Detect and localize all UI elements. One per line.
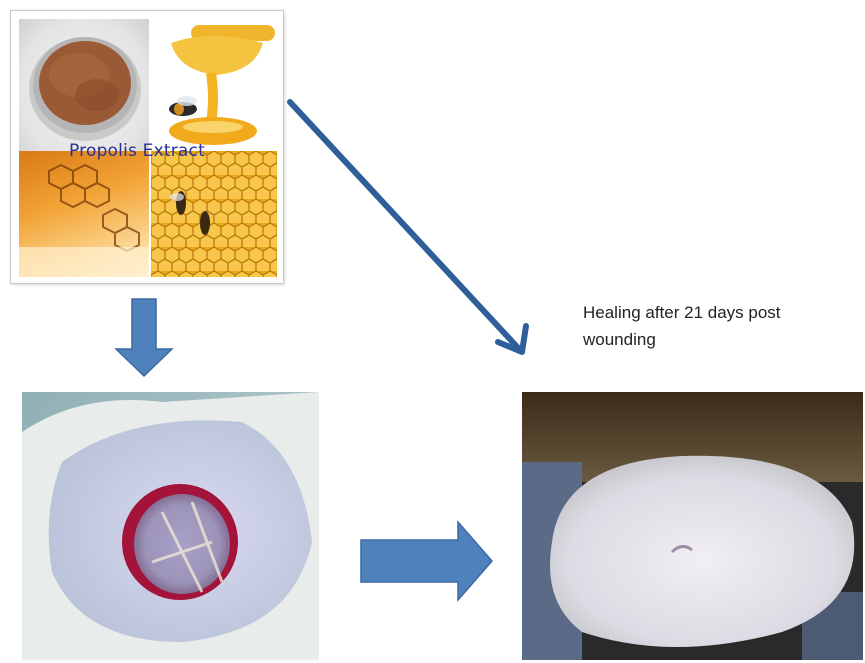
diagonal-arrow — [290, 102, 526, 352]
healed-photo — [522, 392, 863, 660]
right-arrow — [361, 522, 492, 600]
wound-photo — [22, 392, 319, 660]
down-arrow — [116, 299, 172, 376]
healing-label: Healing after 21 days post wounding — [583, 299, 853, 353]
